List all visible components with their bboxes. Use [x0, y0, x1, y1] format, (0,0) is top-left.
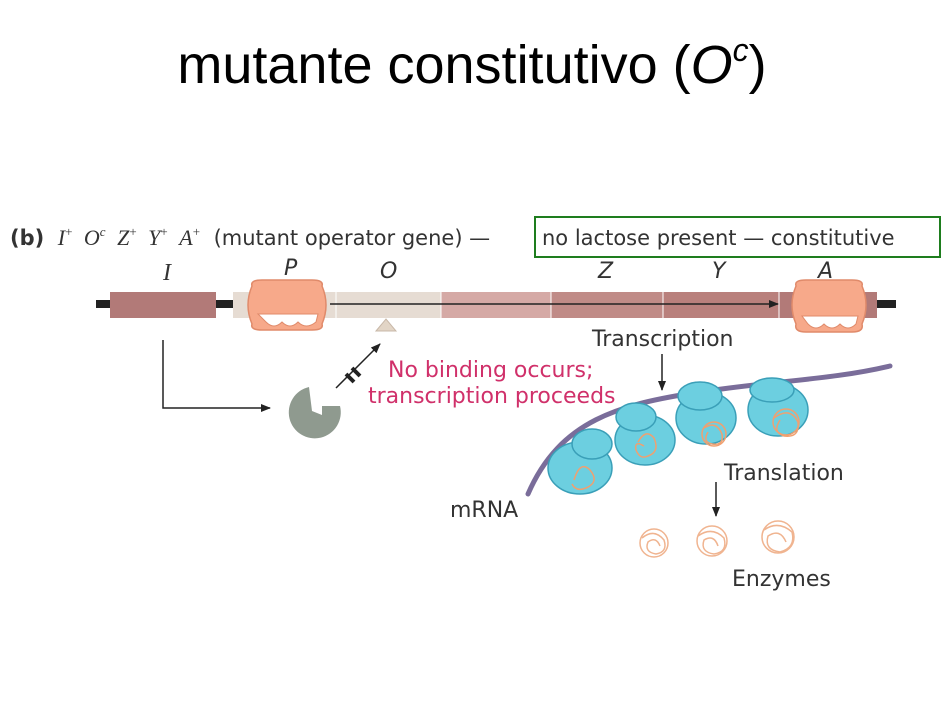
- rna-polymerase-A: [791, 279, 867, 333]
- title-superscript: c: [732, 32, 749, 68]
- genotype-description: (mutant operator gene) —: [214, 226, 491, 250]
- gene-Z2-block: [551, 292, 663, 318]
- ribosome-4: [747, 377, 809, 437]
- genotype-Z-sup: +: [129, 224, 136, 239]
- dna-strand: [96, 292, 896, 318]
- gene-Y-block: [663, 292, 779, 318]
- genotype-Y-sup: +: [160, 224, 167, 239]
- genotype-line: (b) I+ Oc Z+ Y+ A+ (mutant operator gene…: [10, 216, 490, 250]
- enzyme-3: [761, 520, 795, 554]
- ribosome-2: [614, 402, 676, 466]
- genotype-I-sup: +: [65, 224, 72, 239]
- enzyme-2: [696, 525, 728, 557]
- highlight-box: [534, 216, 941, 258]
- title-text: mutante constitutivo (: [177, 35, 691, 95]
- mutant-operator-site: [374, 318, 398, 332]
- genotype-A-sup: +: [193, 224, 200, 239]
- enzymes-label: Enzymes: [732, 567, 831, 592]
- enzyme-1: [639, 528, 669, 558]
- genotype-O: O: [84, 225, 100, 250]
- transcription-label: Transcription: [591, 327, 734, 352]
- ribosome-3: [675, 381, 737, 447]
- panel-label: (b): [10, 226, 44, 250]
- mrna-label: mRNA: [450, 498, 518, 523]
- repressor-protein: [288, 387, 341, 439]
- highlight-text: no lactose present — constitutive: [542, 226, 895, 250]
- blocked-binding-arrow: [335, 343, 381, 389]
- no-binding-text-1: No binding occurs;: [388, 358, 593, 383]
- genotype-A: A: [177, 225, 193, 250]
- genotype-I: I: [57, 225, 67, 250]
- gene-label-I: I: [162, 260, 172, 286]
- translation-label: Translation: [723, 461, 844, 486]
- title-close: ): [748, 35, 767, 95]
- title-italic: O: [690, 35, 733, 95]
- no-binding-text-2: transcription proceeds: [368, 384, 616, 409]
- genotype-O-sup: c: [100, 224, 106, 239]
- gene-I-block: [110, 292, 216, 318]
- genotype-Z: Z: [117, 225, 130, 250]
- ribosome-1: [547, 428, 613, 495]
- gene-label-O: O: [380, 259, 397, 284]
- rna-polymerase-P: [247, 279, 327, 331]
- gene-label-P: P: [284, 256, 298, 281]
- gene-label-Y: Y: [712, 259, 727, 284]
- repressor-synthesis-arrow: [162, 340, 271, 412]
- slide-title: mutante constitutivo (Oc): [0, 32, 944, 96]
- gene-Z-block: [441, 292, 551, 318]
- genotype-Y: Y: [148, 225, 163, 250]
- gene-label-Z: Z: [597, 259, 614, 284]
- gene-label-A: A: [816, 259, 833, 284]
